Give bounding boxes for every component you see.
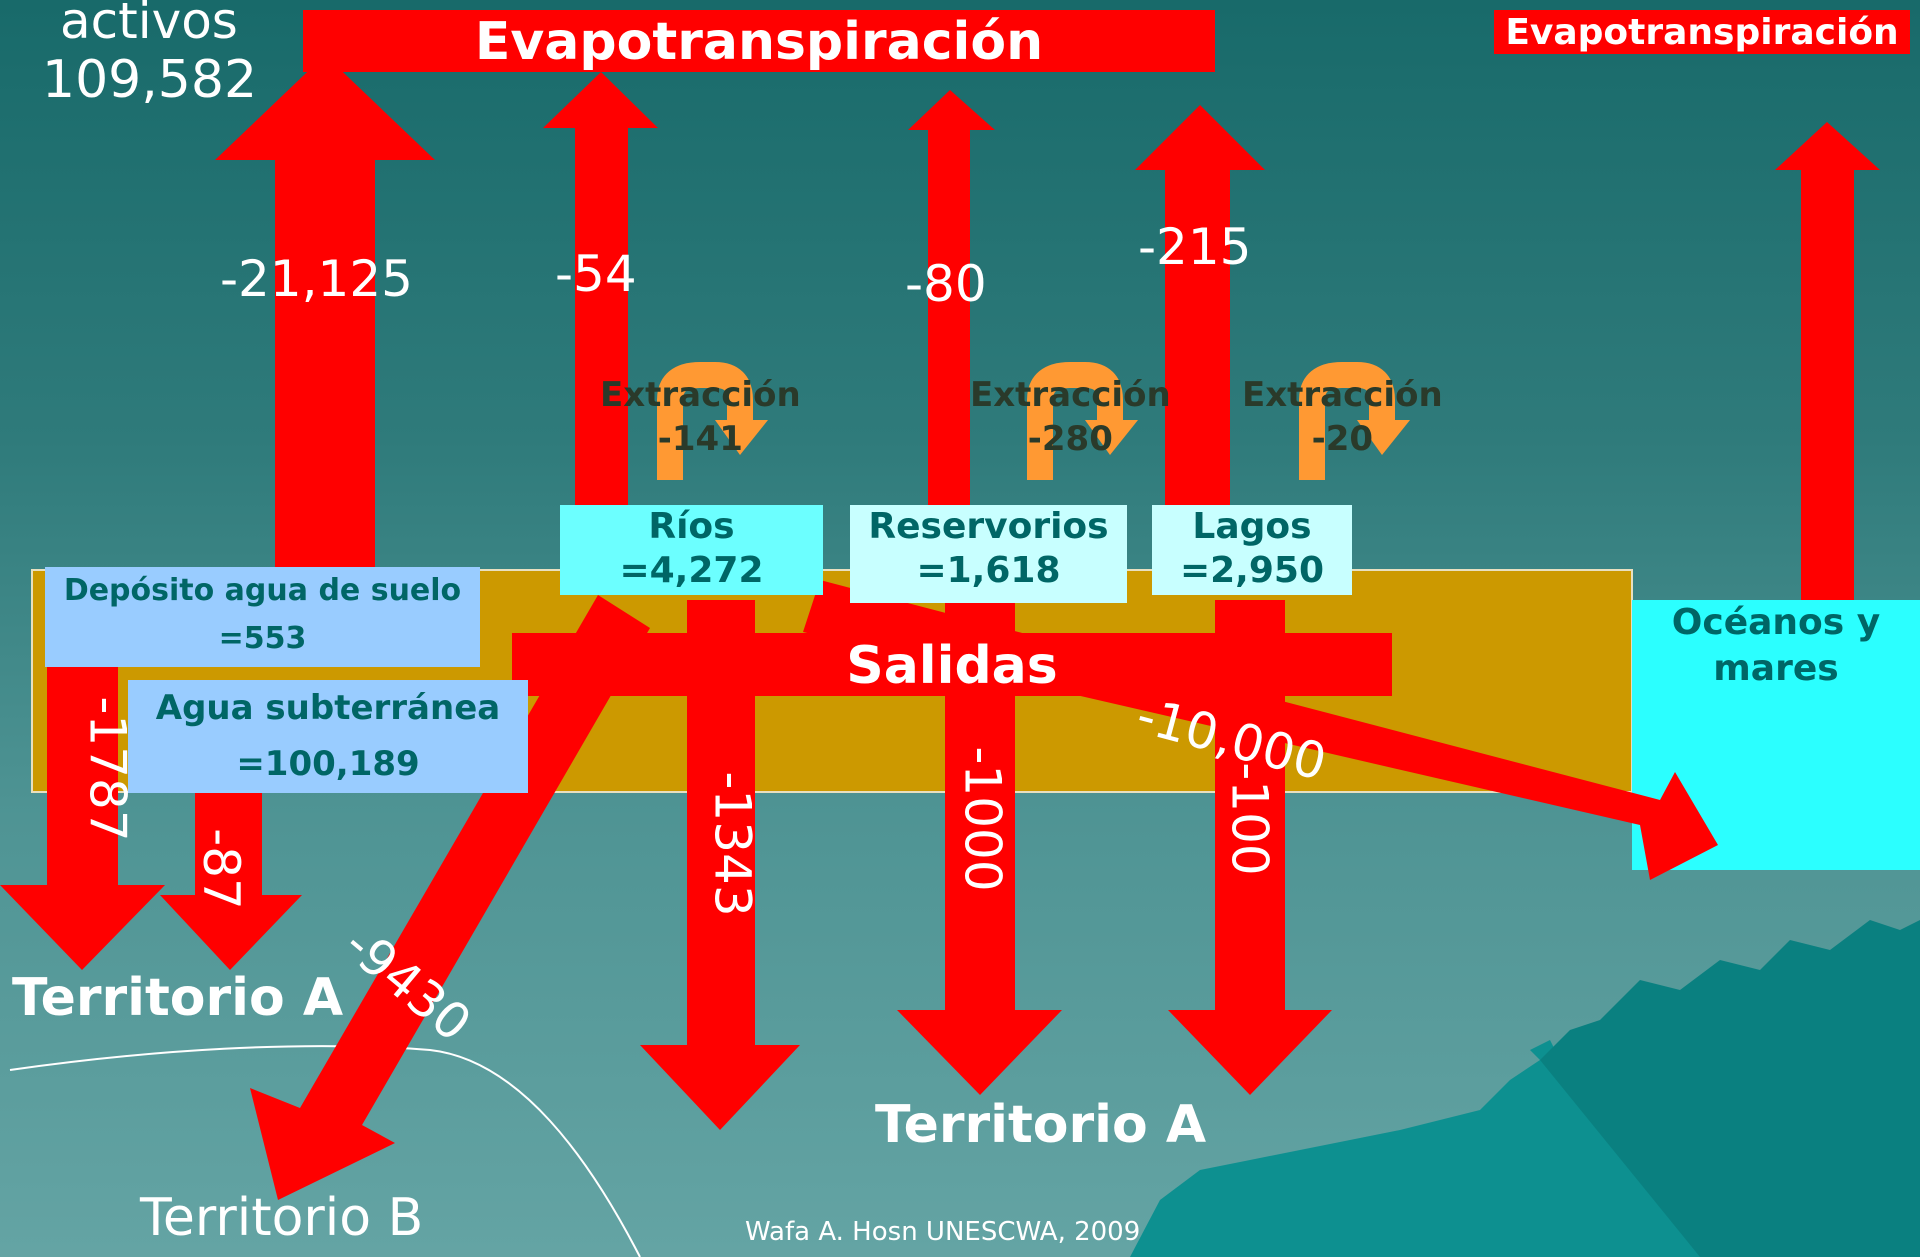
arrow-down-rivers [640, 600, 800, 1130]
extraction-lakes-value: -20 [1311, 419, 1374, 459]
extraction-loop-lakes [1299, 362, 1395, 480]
credit-text: Wafa A. Hosn UNESCWA, 2009 [745, 1217, 1141, 1247]
groundwater-value: =100,189 [236, 744, 420, 784]
arrow-down-soil [0, 635, 165, 970]
rios-box: Ríos =4,272 [560, 505, 823, 595]
lagos-box: Lagos =2,950 [1152, 505, 1352, 595]
soil-water-value: =553 [218, 621, 307, 656]
evap-lakes-value: -215 [1138, 218, 1252, 276]
territorio-b-label: Territorio B [140, 1188, 424, 1248]
outflow-reservoirs-value: -1000 [953, 746, 1012, 892]
arrow-up-oceans [1775, 122, 1880, 600]
territorio-a-bottom-label: Territorio A [875, 1095, 1207, 1155]
reservorios-box: Reservorios =1,618 [850, 505, 1127, 603]
outflow-rivers-value: -1343 [703, 771, 762, 917]
activos-label: activos [60, 0, 238, 50]
arrow-down-lakes [1168, 600, 1332, 1095]
extraction-loop-rivers-head [715, 420, 768, 455]
arrow-up-reservoirs [908, 90, 995, 505]
rios-label: Ríos [648, 506, 735, 547]
extraction-reservoirs-value: -280 [1027, 419, 1113, 459]
arrow-diagonal-territorio-b [250, 595, 650, 1200]
arrow-down-groundwater [160, 790, 302, 970]
groundwater-box: Agua subterránea =100,189 [128, 680, 528, 793]
extraction-rivers-value: -141 [657, 419, 743, 459]
evap-rivers-value: -54 [555, 245, 637, 303]
soil-water-label: Depósito agua de suelo [63, 573, 462, 608]
extraction-loop-lakes-head [1357, 420, 1410, 455]
evapotranspiracion-banner-small: Evapotranspiración [1494, 10, 1910, 54]
arrow-up-lakes [1135, 105, 1265, 505]
extraction-lakes-title: Extracción [1242, 375, 1443, 415]
groundwater-label: Agua subterránea [155, 688, 501, 728]
extraction-lakes-label: Extracción -20 [1242, 373, 1443, 461]
evapotranspiracion-banner: Evapotranspiración [303, 10, 1215, 72]
arrow-up-soil [215, 55, 435, 570]
rios-value: =4,272 [619, 550, 764, 591]
activos-value: 109,582 [42, 50, 258, 110]
reservorios-label: Reservorios [868, 506, 1109, 547]
lagos-value: =2,950 [1179, 550, 1325, 591]
extraction-rivers-title: Extracción [600, 375, 801, 415]
extraction-loop-rivers [657, 362, 753, 480]
extraction-loop-reservoirs-head [1085, 420, 1138, 455]
extraction-loop-reservoirs [1027, 362, 1123, 480]
reservorios-value: =1,618 [916, 550, 1061, 591]
mountain-ridge [1540, 920, 1920, 1257]
arrow-diagonal-oceans [803, 580, 1718, 880]
salidas-label: Salidas [846, 636, 1058, 696]
outflow-groundwater-value: -87 [191, 828, 250, 910]
arrow-down-reservoirs [897, 600, 1062, 1095]
extraction-reservoirs-label: Extracción -280 [970, 373, 1171, 461]
extraction-rivers-label: Extracción -141 [600, 373, 801, 461]
evap-reservoirs-value: -80 [905, 255, 987, 313]
arrow-up-rivers [543, 72, 658, 505]
lagos-label: Lagos [1192, 506, 1312, 547]
outflow-soil-value: -1787 [78, 696, 137, 842]
evap-soil-value: -21,125 [220, 250, 413, 308]
territorio-a-left-label: Territorio A [12, 968, 344, 1028]
border-line [9, 1045, 641, 1257]
soil-water-box: Depósito agua de suelo =553 [45, 567, 480, 667]
extraction-reservoirs-title: Extracción [970, 375, 1171, 415]
oceans-label: Océanos y mares [1671, 602, 1881, 689]
